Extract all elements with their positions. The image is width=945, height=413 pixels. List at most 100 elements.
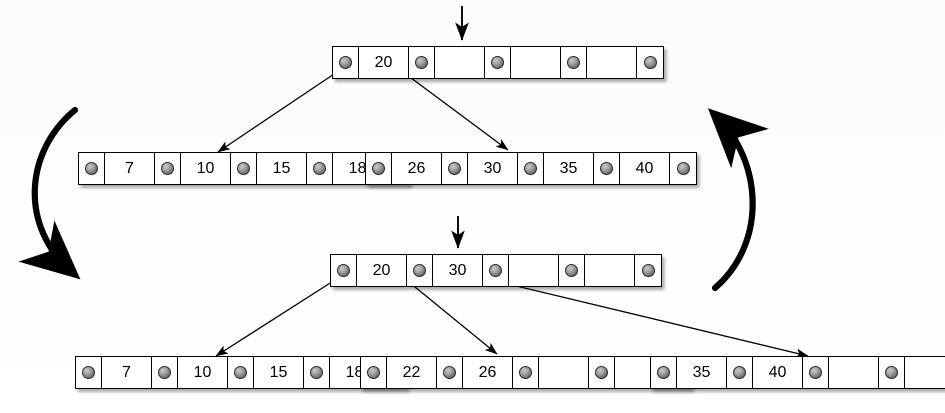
pointer-cell[interactable] [79,153,105,184]
pointer-dot-icon [415,56,428,69]
pointer-cell[interactable] [561,47,587,78]
pointer-dot-icon [657,366,670,379]
pointer-dot-icon [337,264,350,277]
right-transition-arrow-icon [707,108,769,292]
pointer-dot-icon [676,162,690,175]
pointer-cell[interactable] [307,153,333,184]
pointer-cell[interactable] [76,357,102,388]
key-cell[interactable]: 40 [753,357,803,388]
pointer-cell[interactable] [333,47,359,78]
pointer-dot-icon [237,162,250,175]
pointer-cell[interactable] [442,153,468,184]
key-cell[interactable] [511,47,561,78]
pointer-cell[interactable] [304,357,330,388]
pointer-cell[interactable] [361,357,387,388]
pointer-cell[interactable] [483,255,509,286]
key-cell[interactable] [829,357,879,388]
pointer-cell[interactable] [231,153,257,184]
pointer-dot-icon [885,366,898,379]
pointer-dot-icon [161,162,174,175]
pointer-cell[interactable] [331,255,357,286]
pointer-cell[interactable] [155,153,181,184]
pointer-dot-icon [448,162,461,175]
pointer-dot-icon [158,366,171,379]
pointer-dot-icon [82,366,95,379]
key-cell[interactable]: 40 [620,153,670,184]
key-cell[interactable]: 35 [677,357,727,388]
pointer-cell[interactable] [589,357,615,388]
edge-bot-root-to-bot-middle [403,277,498,355]
pointer-cell[interactable] [366,153,392,184]
pointer-cell[interactable] [518,153,544,184]
edge-top-root-to-mid-right [402,71,509,151]
edge-top-root-to-mid-left [217,69,341,153]
pointer-dot-icon [600,162,613,175]
pointer-cell[interactable] [879,357,905,388]
pointer-dot-icon [372,162,385,175]
key-cell[interactable]: 26 [463,357,513,388]
pointer-dot-icon [565,264,578,277]
pointer-dot-icon [413,264,426,277]
pointer-cell[interactable] [485,47,511,78]
key-cell[interactable]: 15 [257,153,307,184]
btree-node-bot-middle[interactable]: 22 26 [360,356,692,389]
btree-node-bot-root[interactable]: 20 30 [330,254,662,287]
pointer-cell[interactable] [727,357,753,388]
pointer-dot-icon [641,264,655,277]
key-cell[interactable]: 7 [102,357,152,388]
pointer-cell[interactable] [559,255,585,286]
pointer-dot-icon [443,366,456,379]
pointer-cell[interactable] [670,153,696,184]
pointer-cell[interactable] [513,357,539,388]
pointer-dot-icon [519,366,532,379]
pointer-dot-icon [809,366,822,379]
pointer-cell[interactable] [635,255,661,286]
pointer-dot-icon [339,56,352,69]
key-cell[interactable]: 22 [387,357,437,388]
pointer-cell[interactable] [651,357,677,388]
pointer-cell[interactable] [407,255,433,286]
pointer-dot-icon [234,366,247,379]
pointer-dot-icon [524,162,537,175]
key-cell[interactable] [435,47,485,78]
btree-node-bot-right[interactable]: 35 40 [650,356,945,389]
pointer-cell[interactable] [228,357,254,388]
btree-node-bot-left[interactable]: 7 10 15 18 [75,356,407,389]
pointer-dot-icon [310,366,323,379]
pointer-cell[interactable] [803,357,829,388]
key-cell[interactable] [587,47,637,78]
key-cell[interactable]: 10 [178,357,228,388]
key-cell[interactable]: 10 [181,153,231,184]
pointer-dot-icon [567,56,580,69]
pointer-dot-icon [85,162,98,175]
key-cell[interactable] [539,357,589,388]
key-cell[interactable]: 26 [392,153,442,184]
key-cell[interactable]: 15 [254,357,304,388]
btree-node-mid-left[interactable]: 7 10 15 18 [78,152,410,185]
btree-node-top-root[interactable]: 20 [332,46,664,79]
pointer-cell[interactable] [152,357,178,388]
key-cell[interactable]: 7 [105,153,155,184]
key-cell[interactable] [509,255,559,286]
key-cell[interactable]: 30 [468,153,518,184]
key-cell[interactable]: 20 [357,255,407,286]
btree-node-mid-right[interactable]: 26 30 35 40 [365,152,697,185]
key-cell[interactable]: 30 [433,255,483,286]
pointer-dot-icon [367,366,380,379]
pointer-cell[interactable] [637,47,663,78]
pointer-dot-icon [489,264,502,277]
key-cell[interactable]: 35 [544,153,594,184]
key-cell[interactable] [905,357,945,388]
key-cell[interactable]: 20 [359,47,409,78]
left-transition-arrow-icon [18,106,81,280]
pointer-dot-icon [595,366,608,379]
pointer-dot-icon [313,162,326,175]
pointer-dot-icon [643,56,657,69]
pointer-cell[interactable] [409,47,435,78]
key-cell[interactable] [585,255,635,286]
pointer-cell[interactable] [437,357,463,388]
edge-bot-root-to-bot-left [215,277,339,357]
pointer-dot-icon [733,366,746,379]
pointer-cell[interactable] [594,153,620,184]
